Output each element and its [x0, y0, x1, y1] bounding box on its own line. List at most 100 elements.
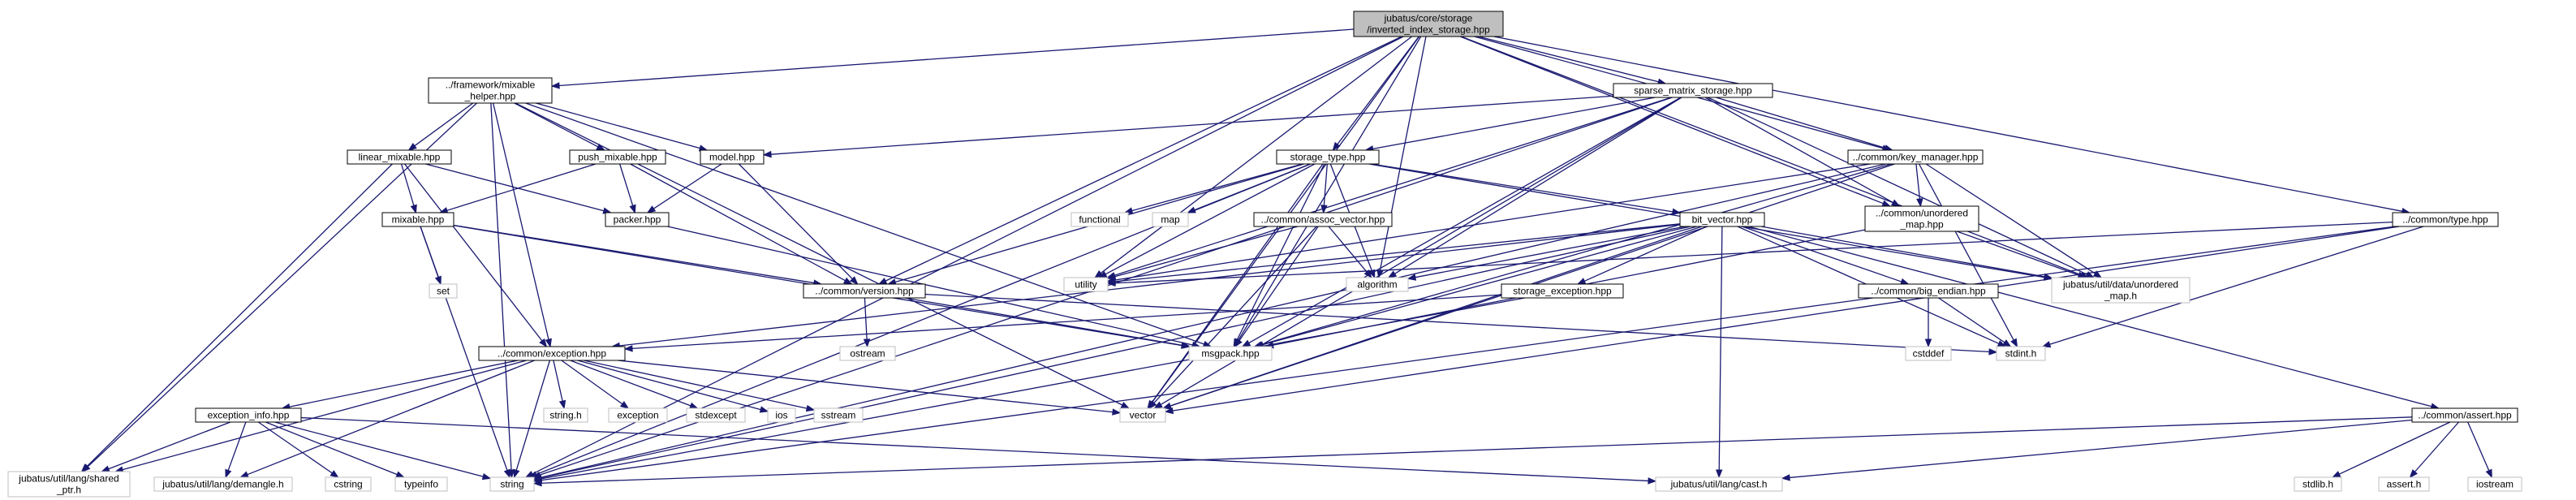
node-storage_exception[interactable]: storage_exception.hpp — [1501, 283, 1624, 299]
node-root: jubatus/core/storage/inverted_index_stor… — [1353, 11, 1504, 37]
edge-root-to-storage_type — [1332, 36, 1419, 152]
edge-mixable-to-string — [420, 226, 510, 479]
node-mixable_helper[interactable]: ../framework/mixable_helper.hpp — [428, 77, 553, 104]
node-cast: jubatus/util/lang/cast.h — [1655, 476, 1783, 492]
edge-storage_type-to-bit_vector — [1371, 163, 1682, 215]
edge-bit_vector-to-vector — [1161, 226, 1703, 409]
node-label: jubatus/util/lang/demangle.h — [162, 479, 283, 490]
edge-key_manager-to-data_unordered_map — [1925, 163, 2103, 278]
node-map: map — [1152, 212, 1189, 227]
edge-model-to-version — [738, 163, 859, 285]
edge-linear_mixable-to-exception_hpp — [404, 163, 548, 348]
node-big_endian[interactable]: ../common/big_endian.hpp — [1858, 283, 1999, 299]
node-string_h: string.h — [543, 407, 588, 423]
node-algorithm: algorithm — [1346, 277, 1409, 292]
node-label: typeinfo — [404, 479, 438, 490]
edge-assert_hpp-to-iostream — [2467, 421, 2492, 479]
node-assoc_vector[interactable]: ../common/assoc_vector.hpp — [1253, 212, 1393, 227]
node-label: string.h — [549, 410, 581, 421]
node-sparse_matrix[interactable]: sparse_matrix_storage.hpp — [1613, 83, 1773, 98]
edge-big_endian-to-cstddef — [1924, 298, 1932, 348]
node-shared_ptr: jubatus/util/lang/shared_ptr.h — [7, 471, 131, 498]
node-stdexcept: stdexcept — [686, 407, 746, 423]
node-stdint: stdint.h — [1996, 346, 2046, 361]
node-storage_type[interactable]: storage_type.hpp — [1276, 149, 1380, 165]
edge-sparse_matrix-to-msgpack — [1241, 97, 1682, 347]
node-label: /inverted_index_storage.hpp — [1367, 24, 1490, 36]
edge-assoc_vector-to-vector — [1148, 226, 1317, 410]
node-stdlib: stdlib.h — [2294, 476, 2342, 492]
edge-storage_type-to-string — [528, 163, 1312, 478]
edge-mixable_helper-to-push_mixable — [514, 102, 605, 151]
edge-exception_hpp-to-ios — [577, 360, 769, 413]
edge-sparse_matrix-to-algorithm — [1387, 97, 1682, 278]
node-label: stdlib.h — [2302, 479, 2333, 490]
edge-exception_hpp-to-string_h — [553, 360, 566, 410]
node-cstring: cstring — [325, 476, 372, 492]
node-label: jubatus/util/data/unordered — [2062, 279, 2178, 291]
node-label: bit_vector.hpp — [1692, 214, 1753, 226]
edge-assoc_vector-to-msgpack — [1234, 226, 1319, 348]
node-label: exception — [617, 410, 658, 421]
node-linear_mixable[interactable]: linear_mixable.hpp — [347, 149, 452, 165]
edge-assoc_vector-to-utility — [1106, 226, 1299, 280]
node-unordered_map_hpp[interactable]: ../common/unordered_map.hpp — [1864, 205, 1979, 232]
edge-bit_vector-to-assert_hpp — [1748, 226, 2440, 410]
node-label: _helper.hpp — [464, 91, 516, 102]
edge-mixable_helper-to-vector — [515, 102, 1131, 409]
edge-push_mixable-to-packer — [619, 163, 636, 214]
node-push_mixable[interactable]: push_mixable.hpp — [569, 149, 666, 165]
edge-bit_vector-to-cast — [1715, 226, 1723, 479]
node-label: cstddef — [1913, 348, 1945, 360]
node-bit_vector[interactable]: bit_vector.hpp — [1679, 212, 1765, 227]
node-label: utility — [1075, 279, 1096, 291]
node-assert_h: assert.h — [2378, 476, 2430, 492]
node-label: set — [437, 286, 450, 297]
node-iostream: iostream — [2467, 476, 2522, 492]
node-label: msgpack.hpp — [1201, 348, 1260, 360]
edge-exception_info-to-string — [274, 421, 492, 481]
node-exception_hpp[interactable]: ../common/exception.hpp — [478, 346, 626, 361]
edge-sparse_matrix-to-unordered_map_hpp — [1704, 97, 1901, 207]
node-mixable[interactable]: mixable.hpp — [381, 212, 454, 227]
edge-key_manager-to-unordered_map_hpp — [1915, 163, 1923, 208]
edge-model-to-packer — [646, 163, 722, 213]
edge-assert_hpp-to-string — [532, 416, 2413, 487]
edge-assert_hpp-to-cast — [1781, 419, 2413, 481]
edge-bit_vector-to-utility — [1106, 223, 1681, 285]
node-key_manager[interactable]: ../common/key_manager.hpp — [1847, 149, 1984, 165]
edge-root-to-mixable_helper — [550, 28, 1355, 89]
node-label: ../common/assert.hpp — [2418, 410, 2512, 421]
edge-exception_info-to-demangle — [225, 421, 247, 479]
node-label: stdint.h — [2005, 348, 2037, 360]
node-label: assert.h — [2387, 479, 2422, 490]
node-label: model.hpp — [709, 152, 755, 163]
node-label: ../common/key_manager.hpp — [1853, 152, 1979, 163]
edge-exception_hpp-to-sstream — [584, 360, 816, 412]
node-exception_info[interactable]: exception_info.hpp — [195, 407, 302, 423]
node-label: storage_exception.hpp — [1513, 286, 1612, 297]
node-label: ../framework/mixable — [446, 80, 536, 91]
edge-linear_mixable-to-shared_ptr — [80, 163, 393, 472]
edge-sparse_matrix-to-model — [762, 95, 1614, 158]
node-version[interactable]: ../common/version.hpp — [803, 283, 926, 299]
edge-root-to-unordered_map_hpp — [1460, 36, 1892, 207]
edge-exception_hpp-to-stdexcept — [570, 360, 699, 409]
node-string: string — [489, 476, 535, 492]
edge-sparse_matrix-to-data_unordered_map — [1707, 97, 2096, 278]
edge-exception_info-to-cast — [300, 416, 1657, 485]
edge-exception_info-to-shared_ptr — [101, 421, 231, 472]
node-common_type[interactable]: ../common/type.hpp — [2392, 212, 2499, 227]
edge-exception_info-to-cstring — [257, 421, 339, 478]
edge-storage_type-to-utility — [1097, 163, 1316, 278]
node-packer[interactable]: packer.hpp — [605, 212, 670, 227]
node-label: exception_info.hpp — [208, 410, 290, 421]
node-label: mixable.hpp — [392, 214, 445, 226]
node-assert_hpp[interactable]: ../common/assert.hpp — [2411, 407, 2518, 423]
node-label: _ptr.h — [56, 485, 81, 496]
edge-exception_hpp-to-string — [513, 360, 551, 479]
node-label: ../common/assoc_vector.hpp — [1261, 214, 1385, 226]
edge-bit_vector-to-big_endian — [1742, 226, 1910, 285]
node-model[interactable]: model.hpp — [700, 149, 765, 165]
